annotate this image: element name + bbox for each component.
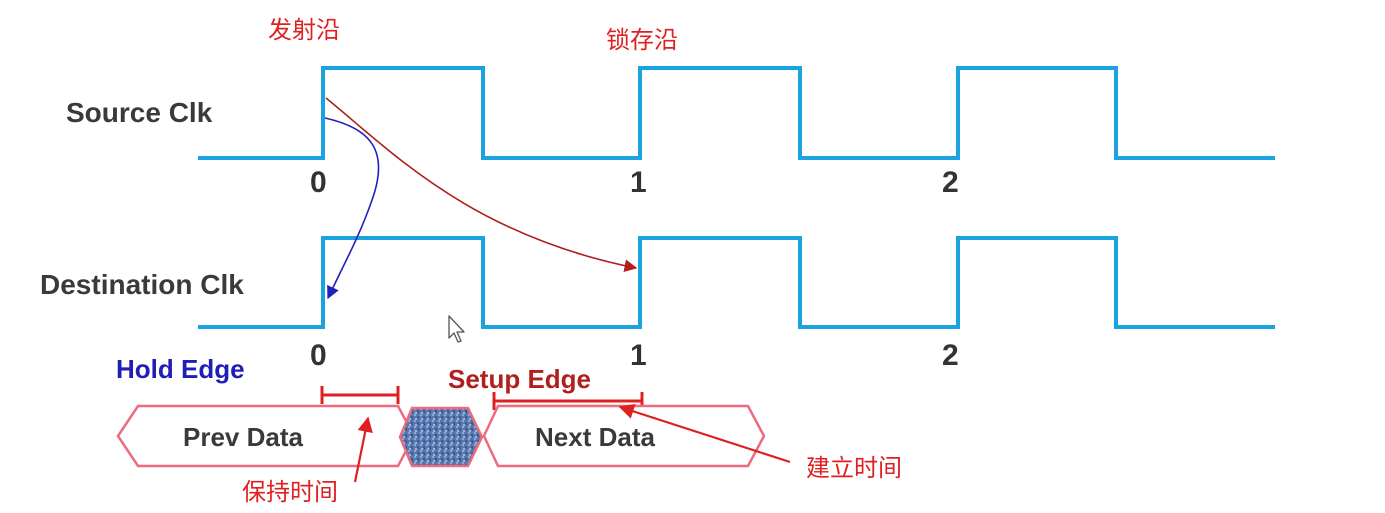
prev-data-label: Prev Data [183, 422, 303, 452]
next-data-block [482, 404, 766, 468]
hold-edge-label: Hold Edge [116, 354, 245, 384]
source-clk-label: Source Clk [66, 97, 213, 128]
destination-clk-label: Destination Clk [40, 269, 244, 300]
source-edge-2: 2 [942, 166, 959, 199]
destination-clock-waveform [198, 236, 1275, 329]
transition-region [398, 406, 484, 468]
destination-edge-2: 2 [942, 339, 959, 372]
prev-data-block [116, 404, 416, 468]
source-clock-waveform [198, 66, 1275, 160]
destination-edge-0: 0 [310, 339, 327, 372]
source-edge-1: 1 [630, 166, 647, 199]
setup-time-label: 建立时间 [806, 454, 902, 482]
setup-edge-label: Setup Edge [448, 364, 591, 394]
next-data-label: Next Data [535, 422, 655, 452]
mouse-pointer-icon [448, 315, 465, 343]
hold-time-arrow [353, 416, 373, 483]
setup-time-arrow [618, 403, 791, 464]
hold-path-arrow [324, 117, 380, 300]
hold-time-bracket [320, 386, 400, 404]
launch-edge-label: 发射沿 [268, 16, 340, 44]
latch-edge-label: 锁存沿 [606, 26, 678, 54]
setup-path-arrow [325, 97, 638, 273]
hold-time-label: 保持时间 [242, 478, 338, 506]
source-edge-0: 0 [310, 166, 327, 199]
destination-edge-1: 1 [630, 339, 647, 372]
